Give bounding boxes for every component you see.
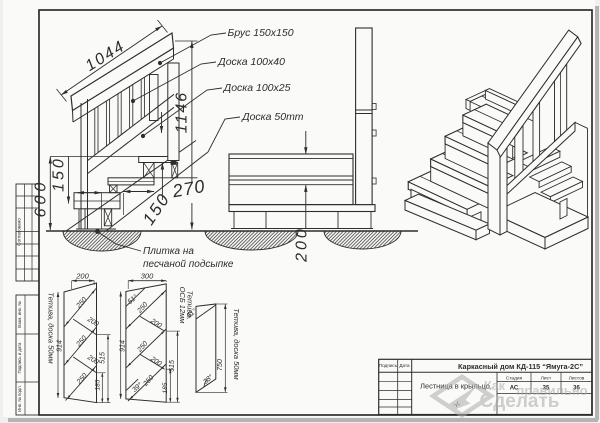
svg-text:200: 200: [294, 226, 311, 263]
svg-text:600: 600: [33, 179, 50, 218]
svg-text:Доска 100х25: Доска 100х25: [223, 82, 291, 94]
svg-text:36: 36: [573, 386, 580, 392]
svg-text:150: 150: [51, 156, 68, 192]
svg-text:185: 185: [162, 382, 169, 393]
svg-text:914: 914: [119, 340, 126, 352]
svg-text:Листов: Листов: [569, 375, 585, 381]
svg-text:ОСБ 12мм: ОСБ 12мм: [178, 287, 187, 324]
svg-text:Брус 150х150: Брус 150х150: [228, 27, 294, 39]
svg-text:Лестница в крыльцо.: Лестница в крыльцо.: [420, 382, 492, 391]
svg-text:Доска 50mm: Доска 50mm: [241, 111, 304, 123]
svg-text:914: 914: [57, 340, 64, 352]
svg-text:Как: Как: [484, 379, 506, 393]
svg-text:Взам. инв. №: Взам. инв. №: [17, 301, 22, 328]
svg-text:200: 200: [75, 272, 89, 281]
svg-text:515: 515: [169, 360, 176, 372]
svg-text:Тетива, доска 50мм: Тетива, доска 50мм: [232, 308, 241, 379]
svg-text:35: 35: [543, 386, 550, 392]
svg-text:правильно: правильно: [516, 383, 587, 398]
svg-text:Подпись: Подпись: [379, 363, 398, 368]
svg-text:АС: АС: [510, 386, 519, 392]
svg-text:1146: 1146: [174, 91, 191, 133]
svg-text:Лист: Лист: [541, 375, 552, 381]
svg-text:Инв. № подл.: Инв. № подл.: [17, 385, 22, 412]
svg-text:185: 185: [94, 379, 101, 390]
svg-text:Тетива, доска 50мм: Тетива, доска 50мм: [47, 292, 56, 363]
svg-text:Дата: Дата: [399, 363, 410, 368]
svg-text:Каркасный дом КД-115 “Ямуга-2С: Каркасный дом КД-115 “Ямуга-2С”: [458, 362, 583, 371]
svg-text:300: 300: [141, 272, 154, 281]
svg-text:Плитка на: Плитка на: [143, 246, 194, 257]
svg-text:750: 750: [217, 359, 224, 371]
svg-text:Стадия: Стадия: [506, 375, 523, 381]
svg-text:Сделать: Сделать: [480, 391, 560, 412]
svg-text:Подпись и дата: Подпись и дата: [17, 342, 22, 374]
svg-text:Согласовано: Согласовано: [17, 218, 22, 246]
svg-text:Тетива,: Тетива,: [186, 291, 195, 320]
svg-text:песчаной подсыпке: песчаной подсыпке: [143, 259, 234, 270]
svg-text:515: 515: [99, 352, 106, 364]
svg-text:Доска 100х40: Доска 100х40: [217, 56, 285, 68]
